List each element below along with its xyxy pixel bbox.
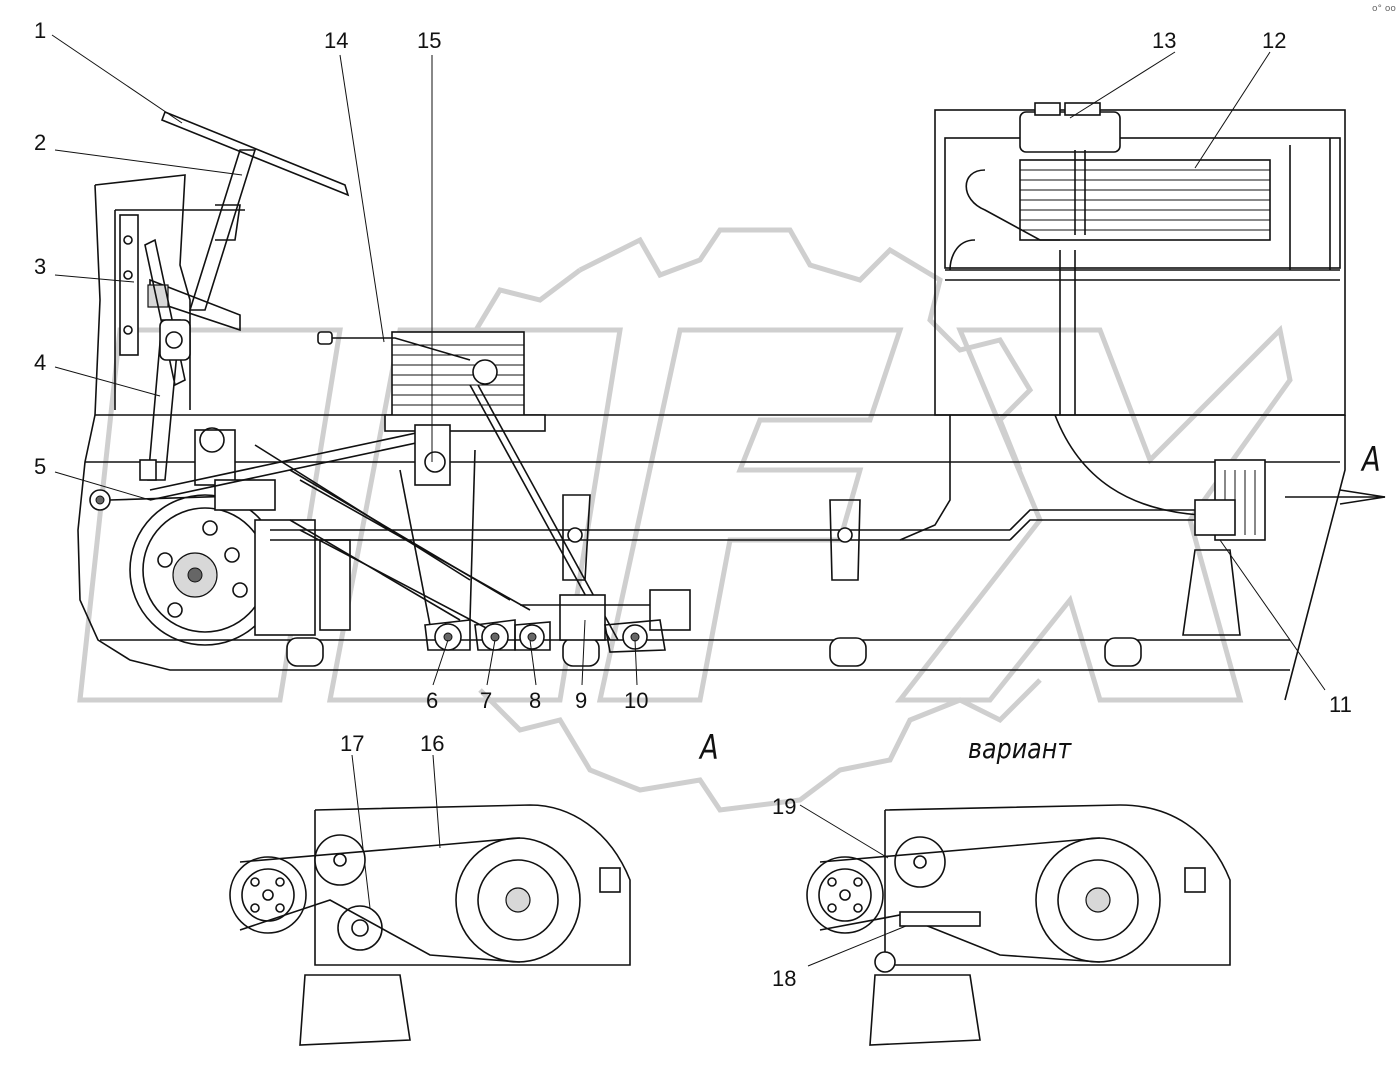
- corner-mark: о° оо: [1372, 4, 1396, 14]
- callout-10: 10: [624, 688, 649, 713]
- callout-17: 17: [340, 731, 365, 756]
- radiator-platform: [899, 102, 1346, 541]
- callout-13: 13: [1152, 28, 1177, 53]
- callout-7: 7: [480, 688, 493, 713]
- callout-11: 11: [1329, 692, 1352, 717]
- variant-label: вариант: [968, 732, 1072, 765]
- lower-cam-pulleys: [424, 589, 691, 653]
- callout-3: 3: [34, 254, 47, 279]
- callout-12: 12: [1262, 28, 1287, 53]
- detail-view-a: [229, 804, 631, 1046]
- callout-18: 18: [772, 966, 797, 991]
- callout-16: 16: [420, 731, 445, 756]
- watermark-logo: [77, 227, 1293, 813]
- leader-lines: [51, 34, 1326, 967]
- linkage-rods: [149, 429, 1200, 631]
- bottom-rollers: [286, 637, 1142, 667]
- right-drive-assembly: [1182, 459, 1386, 636]
- view-a-title: A: [700, 728, 719, 768]
- callout-15: 15: [417, 28, 442, 53]
- callout-5: 5: [34, 454, 47, 479]
- control-box: [317, 331, 619, 641]
- view-arrow-label: A: [1362, 440, 1381, 480]
- callout-2: 2: [34, 130, 47, 155]
- callout-9: 9: [575, 688, 588, 713]
- frame-supports: [562, 494, 861, 581]
- part-vertical-rod: [139, 319, 191, 481]
- callout-8: 8: [529, 688, 542, 713]
- detail-view-variant: [806, 804, 1231, 1046]
- callout-4: 4: [34, 350, 47, 375]
- callout-6: 6: [426, 688, 439, 713]
- callout-14: 14: [324, 28, 349, 53]
- callout-19: 19: [772, 794, 797, 819]
- callout-1: 1: [34, 18, 47, 43]
- part-lever-arm: [119, 110, 350, 387]
